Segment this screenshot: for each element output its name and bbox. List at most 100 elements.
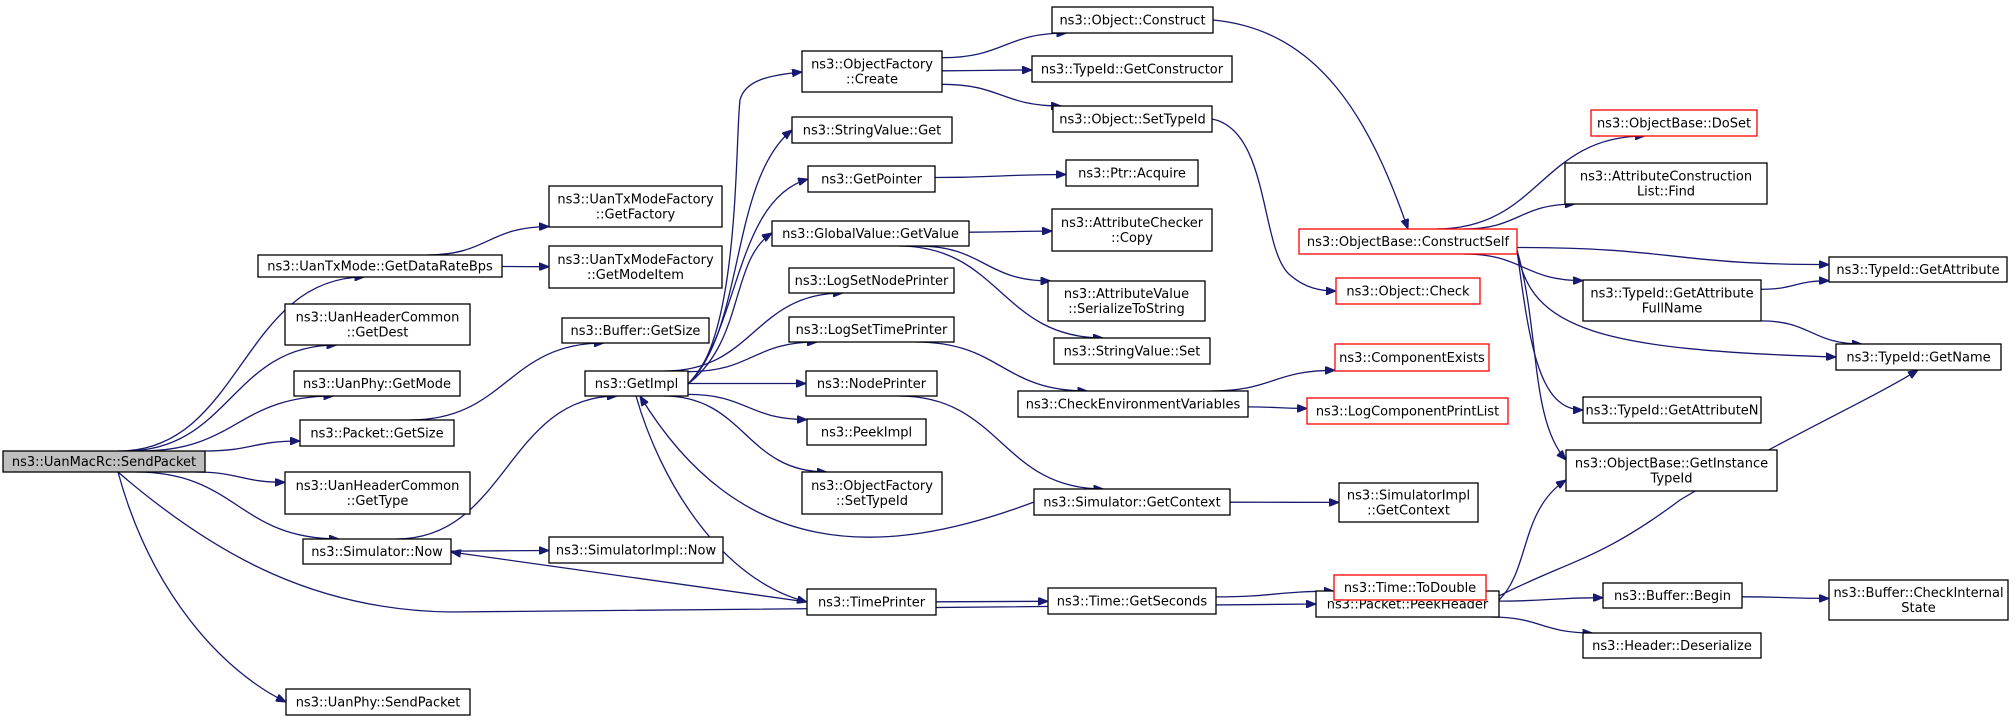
node-box[interactable]	[771, 220, 970, 247]
node-box[interactable]	[284, 471, 471, 515]
function-node[interactable]: ns3::UanPhy::GetMode	[293, 370, 461, 397]
node-box[interactable]	[1334, 343, 1490, 372]
node-box[interactable]	[1052, 105, 1213, 133]
function-node[interactable]: ns3::AttributeChecker::Copy	[1051, 208, 1213, 252]
node-box[interactable]	[284, 303, 471, 346]
function-node[interactable]: ns3::UanTxModeFactory::GetModeItem	[548, 245, 723, 289]
function-node[interactable]: ns3::SimulatorImpl::Now	[548, 536, 724, 564]
node-box[interactable]	[1033, 488, 1231, 516]
node-box[interactable]	[1335, 277, 1481, 305]
node-box[interactable]	[1051, 208, 1213, 252]
function-node[interactable]: ns3::LogSetTimePrinter	[788, 316, 955, 343]
node-box[interactable]	[548, 245, 723, 289]
function-node[interactable]: ns3::UanTxMode::GetDataRateBps	[257, 254, 503, 278]
function-node[interactable]: ns3::Packet::GetSize	[299, 419, 455, 447]
function-node[interactable]: ns3::ObjectFactory::SetTypeId	[801, 471, 943, 515]
node-box[interactable]	[561, 317, 710, 344]
node-box[interactable]	[1582, 279, 1762, 322]
node-box[interactable]	[806, 418, 927, 446]
node-box[interactable]	[293, 370, 461, 397]
function-node[interactable]: ns3::AttributeValue::SerializeToString	[1047, 280, 1206, 322]
function-node[interactable]: ns3::UanHeaderCommon::GetDest	[284, 303, 471, 346]
node-box[interactable]	[2, 450, 206, 473]
function-node[interactable]: ns3::Time::GetSeconds	[1047, 587, 1217, 615]
node-box[interactable]	[302, 538, 452, 565]
node-box[interactable]	[1338, 482, 1479, 523]
function-node[interactable]: ns3::PeekImpl	[806, 418, 927, 446]
node-box[interactable]	[1333, 574, 1487, 601]
node-label: ns3::Packet::PeekHeader	[1327, 598, 1489, 613]
function-node[interactable]: ns3::Object::SetTypeId	[1052, 105, 1213, 133]
node-box[interactable]	[1298, 228, 1518, 255]
function-node[interactable]: ns3::ObjectBase::ConstructSelf	[1298, 228, 1518, 255]
node-box[interactable]	[1582, 396, 1762, 424]
function-node[interactable]: ns3::StringValue::Set	[1053, 337, 1211, 365]
function-node[interactable]: ns3::GetPointer	[807, 165, 936, 193]
function-node[interactable]: ns3::TypeId::GetAttributeN	[1582, 396, 1762, 424]
function-node[interactable]: ns3::Simulator::GetContext	[1033, 488, 1231, 516]
node-box[interactable]	[257, 254, 503, 278]
function-node[interactable]: ns3::TimePrinter	[806, 588, 937, 616]
function-node[interactable]: ns3::Buffer::GetSize	[561, 317, 710, 344]
function-node[interactable]: ns3::Object::Construct	[1051, 6, 1214, 34]
function-node[interactable]: ns3::UanMacRc::SendPacket	[2, 450, 206, 473]
function-node[interactable]: ns3::Ptr::Acquire	[1065, 159, 1199, 187]
node-box[interactable]	[1828, 579, 2009, 621]
function-node[interactable]: ns3::Header::Deserialize	[1582, 632, 1762, 659]
node-box[interactable]	[1835, 343, 2002, 371]
node-box[interactable]	[548, 185, 723, 228]
function-node[interactable]: ns3::GlobalValue::GetValue	[771, 220, 970, 247]
node-box[interactable]	[1828, 256, 2008, 283]
node-box[interactable]	[805, 370, 938, 397]
node-box[interactable]	[1047, 587, 1217, 615]
function-node[interactable]: ns3::ObjectFactory::Create	[801, 50, 943, 93]
function-node[interactable]: ns3::Simulator::Now	[302, 538, 452, 565]
function-node[interactable]: ns3::GetImpl	[584, 370, 689, 397]
function-node[interactable]: ns3::TypeId::GetName	[1835, 343, 2002, 371]
node-box[interactable]	[788, 267, 955, 294]
node-box[interactable]	[1047, 280, 1206, 322]
function-node[interactable]: ns3::StringValue::Get	[791, 116, 953, 144]
node-box[interactable]	[806, 588, 937, 616]
function-node[interactable]: ns3::SimulatorImpl::GetContext	[1338, 482, 1479, 523]
function-node[interactable]: ns3::Buffer::Begin	[1602, 582, 1743, 609]
function-node[interactable]: ns3::ObjectBase::DoSet	[1590, 109, 1758, 137]
function-node[interactable]: ns3::TypeId::GetConstructor	[1031, 55, 1233, 83]
function-node[interactable]: ns3::UanHeaderCommon::GetType	[284, 471, 471, 515]
node-box[interactable]	[801, 471, 943, 515]
function-node[interactable]: ns3::Object::Check	[1335, 277, 1481, 305]
function-node[interactable]: ns3::UanTxModeFactory::GetFactory	[548, 185, 723, 228]
node-box[interactable]	[548, 536, 724, 564]
node-box[interactable]	[1565, 449, 1778, 492]
node-box[interactable]	[285, 688, 471, 716]
node-box[interactable]	[1031, 55, 1233, 83]
function-node[interactable]: ns3::ComponentExists	[1334, 343, 1490, 372]
node-box[interactable]	[807, 165, 936, 193]
function-node[interactable]: ns3::Time::ToDouble	[1333, 574, 1487, 601]
node-box[interactable]	[1306, 397, 1509, 425]
node-box[interactable]	[1564, 162, 1768, 205]
node-box[interactable]	[1017, 390, 1249, 418]
node-box[interactable]	[788, 316, 955, 343]
node-box[interactable]	[1065, 159, 1199, 187]
function-node[interactable]: ns3::LogComponentPrintList	[1306, 397, 1509, 425]
node-box[interactable]	[801, 50, 943, 93]
node-box[interactable]	[1051, 6, 1214, 34]
node-box[interactable]	[584, 370, 689, 397]
node-box[interactable]	[791, 116, 953, 144]
function-node[interactable]: ns3::CheckEnvironmentVariables	[1017, 390, 1249, 418]
function-node[interactable]: ns3::TypeId::GetAttribute	[1828, 256, 2008, 283]
node-box[interactable]	[1582, 632, 1762, 659]
function-node[interactable]: ns3::LogSetNodePrinter	[788, 267, 955, 294]
function-node[interactable]: ns3::UanPhy::SendPacket	[285, 688, 471, 716]
function-node[interactable]: ns3::NodePrinter	[805, 370, 938, 397]
node-box[interactable]	[1602, 582, 1743, 609]
edge-path	[898, 395, 1103, 489]
node-box[interactable]	[1053, 337, 1211, 365]
node-box[interactable]	[299, 419, 455, 447]
node-box[interactable]	[1590, 109, 1758, 137]
